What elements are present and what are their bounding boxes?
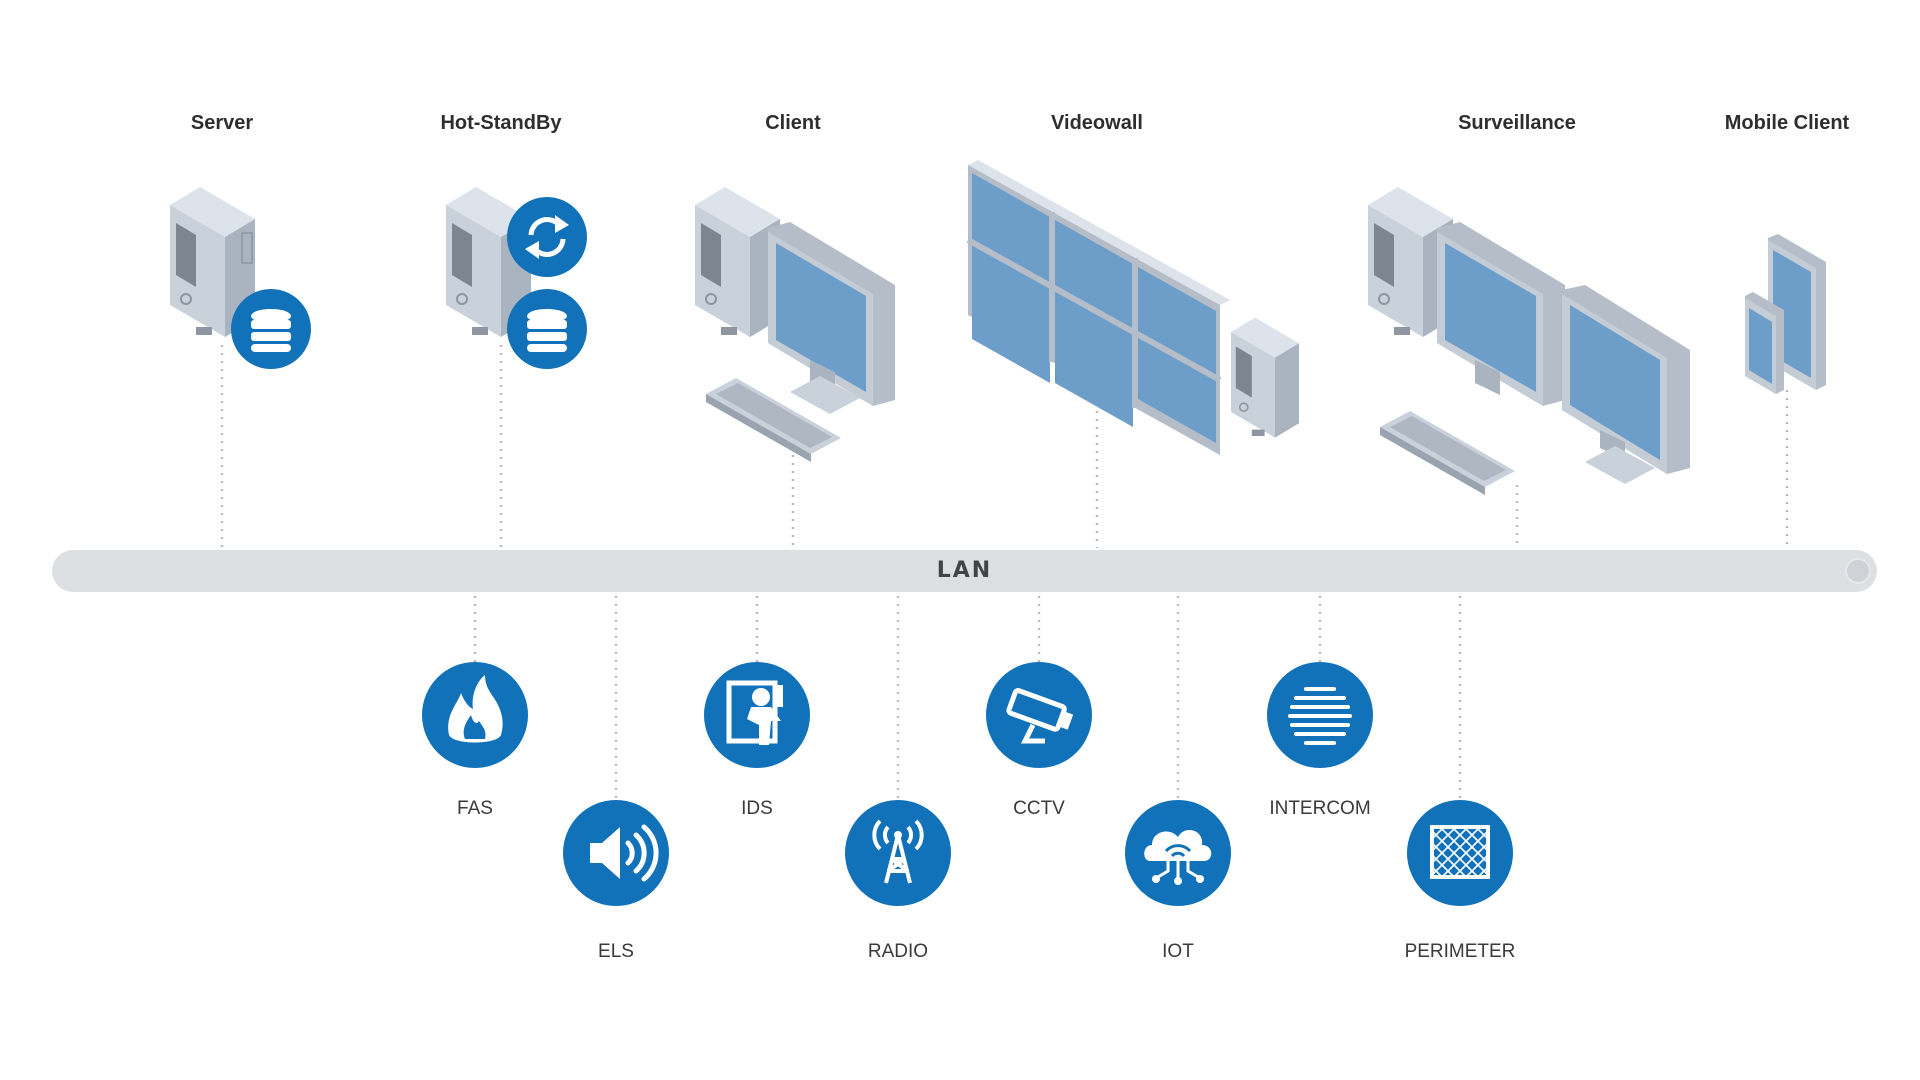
lan-label: LAN [936, 558, 993, 583]
surveillance-title: Surveillance [1458, 112, 1576, 134]
intercom-grille-icon [1267, 662, 1373, 768]
perimeter-label: PERIMETER [1404, 941, 1516, 962]
mobile-client-title: Mobile Client [1724, 112, 1850, 134]
radio-label: RADIO [867, 941, 929, 962]
cctv-label: CCTV [1013, 798, 1065, 819]
camera-icon [986, 662, 1092, 768]
cloud-wifi-icon [1125, 800, 1231, 906]
ids-label: IDS [741, 798, 773, 819]
lan-bus-end-cap [1845, 558, 1871, 584]
intercom-label: INTERCOM [1269, 798, 1371, 819]
fire-icon [422, 662, 528, 768]
lan-bus: LAN [52, 550, 1877, 592]
server-device [169, 186, 256, 338]
speaker-icon [563, 800, 669, 906]
database-icon [231, 289, 311, 369]
upper-connectors [220, 345, 1789, 548]
fence-icon [1407, 800, 1513, 906]
surveillance-device [1367, 186, 1690, 495]
videowall-device [966, 160, 1300, 455]
mobile-client-device [1745, 234, 1826, 394]
iot-label: IOT [1162, 941, 1194, 962]
server-title: Server [190, 112, 254, 134]
radio-tower-icon [845, 800, 951, 906]
hot-standby-title: Hot-StandBy [440, 112, 562, 134]
lower-connectors [473, 596, 1462, 798]
els-label: ELS [598, 941, 634, 962]
sync-icon [507, 197, 587, 277]
videowall-title: Videowall [1051, 112, 1143, 134]
fas-label: FAS [457, 798, 493, 819]
client-device [694, 186, 895, 462]
client-title: Client [765, 112, 821, 134]
intruder-icon [704, 662, 810, 768]
database-icon [507, 289, 587, 369]
